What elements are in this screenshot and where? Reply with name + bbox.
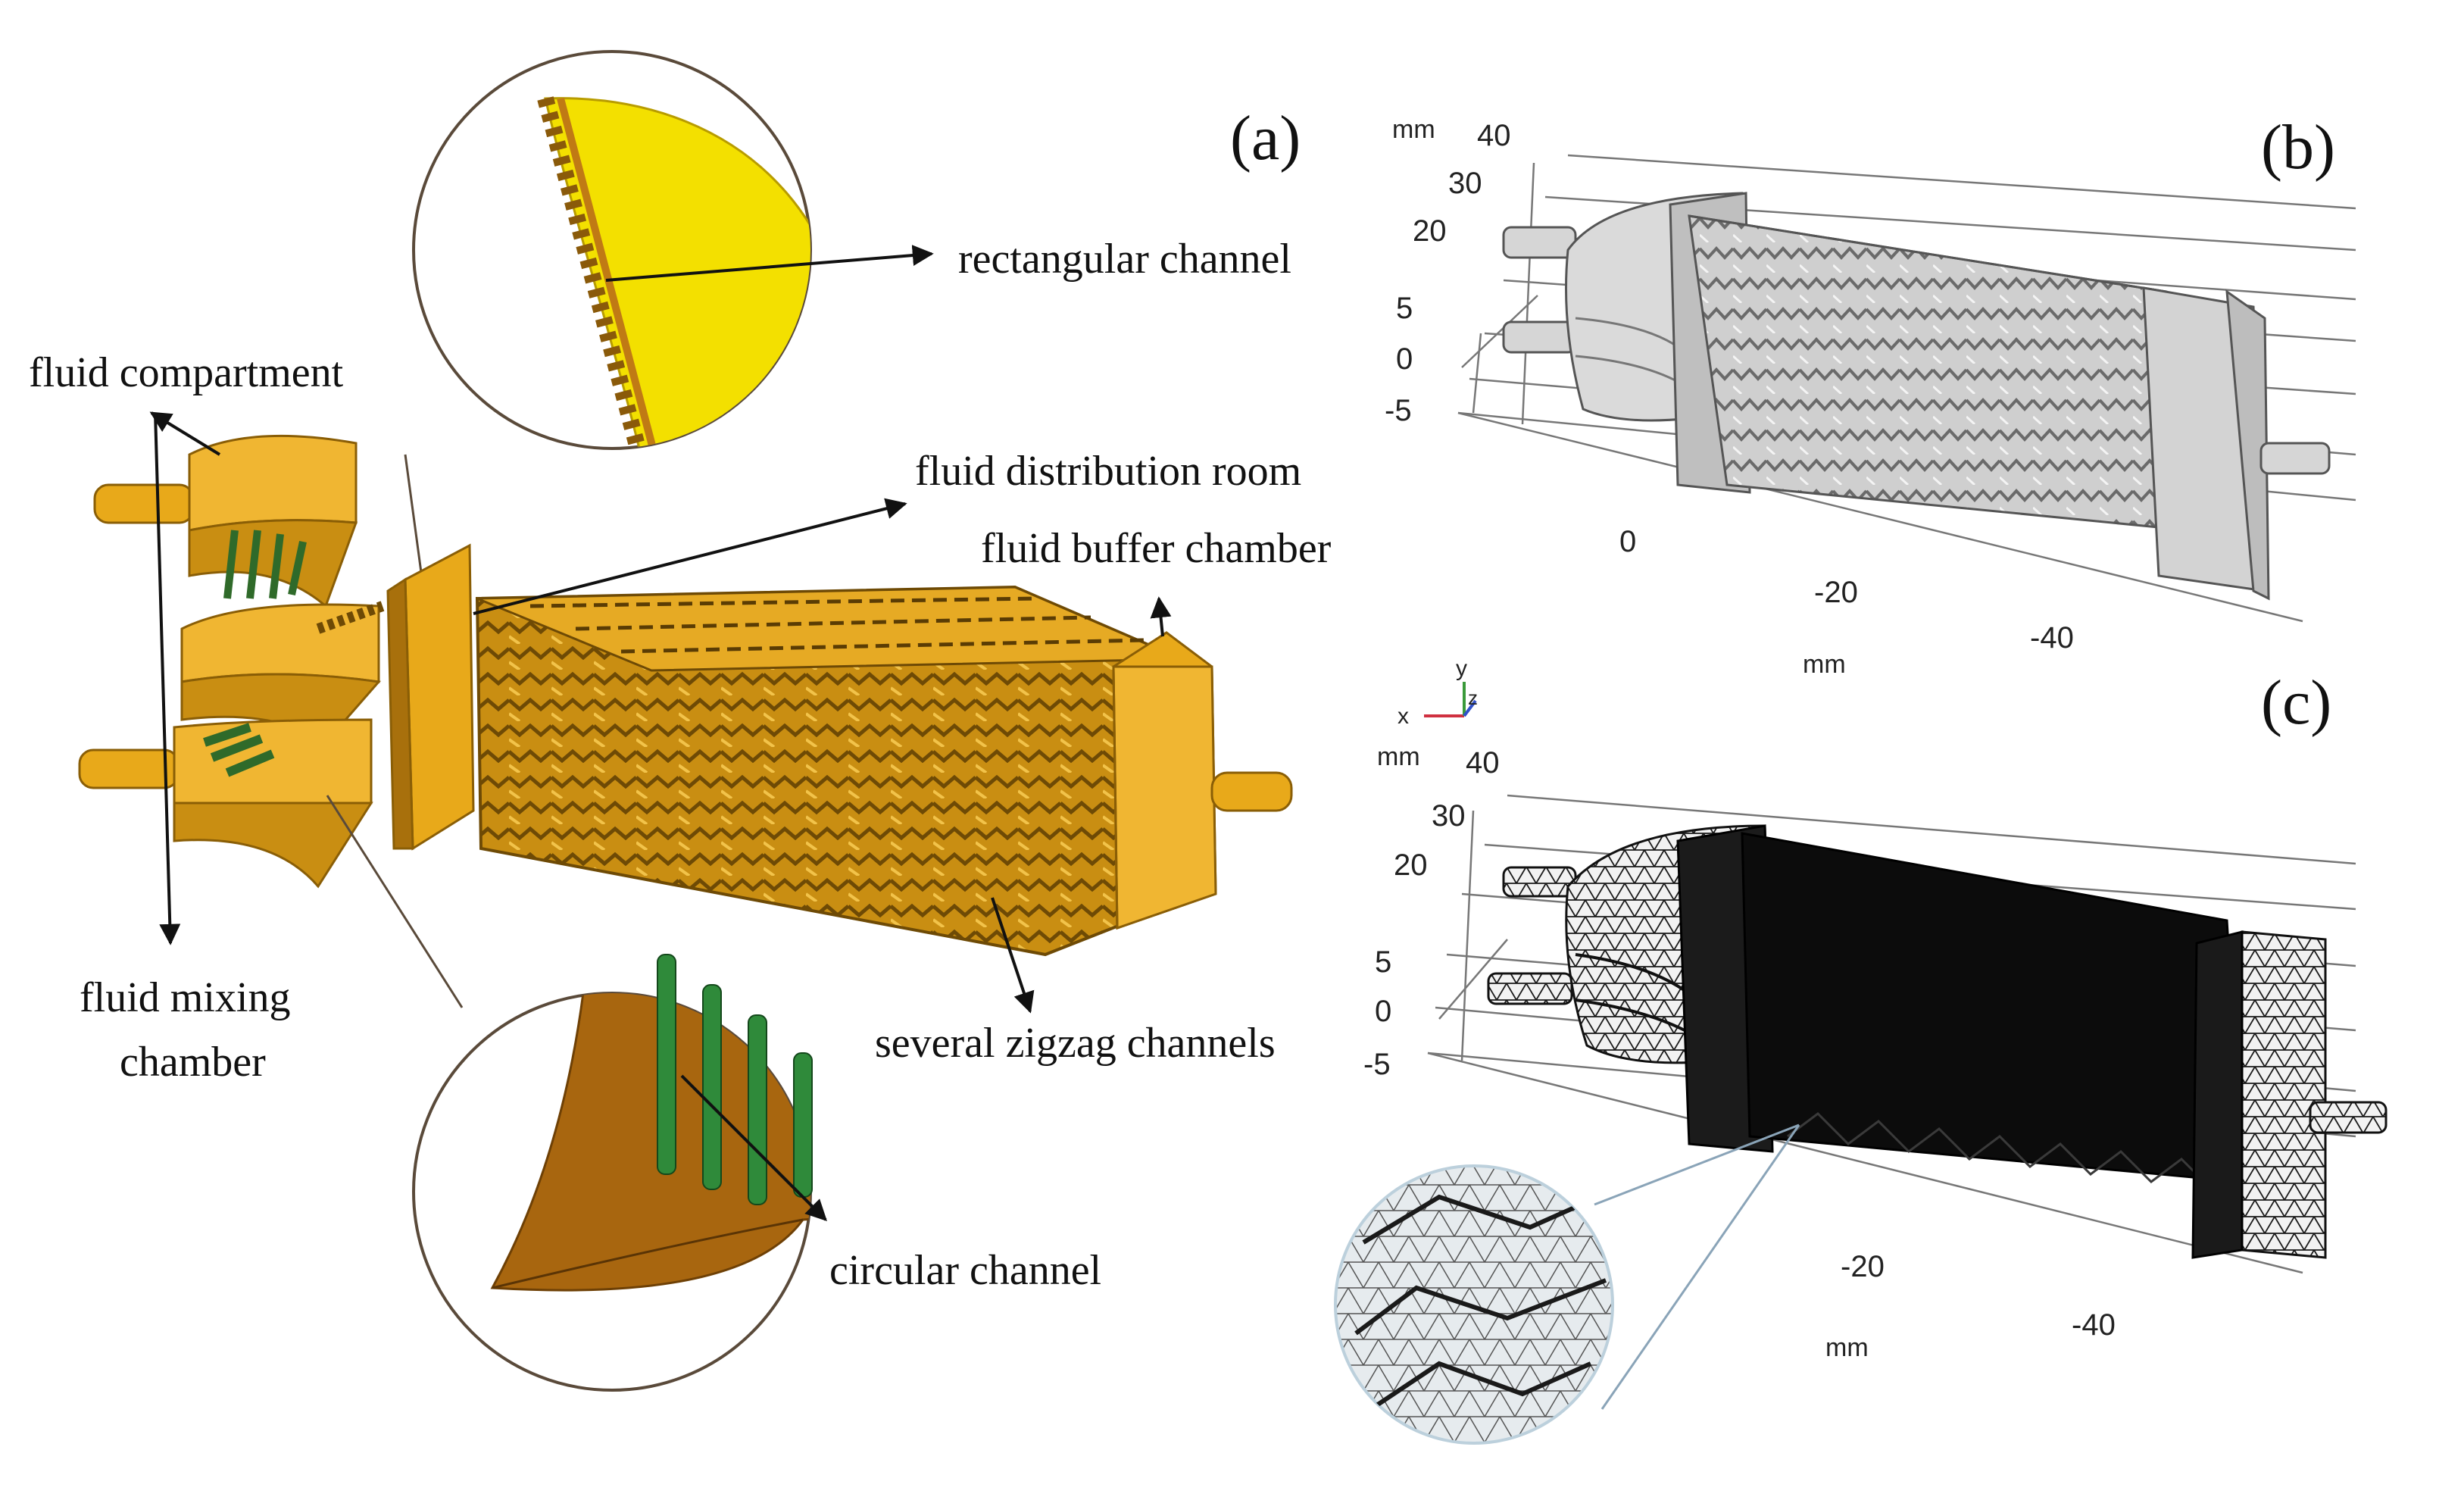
circular-channel-magnifier <box>326 795 813 1392</box>
triad-x-label: x <box>1398 704 1409 729</box>
triad-y-label: y <box>1456 656 1467 681</box>
panel-a-tag: (a) <box>1230 103 1301 173</box>
circular-channel-holes <box>657 954 813 1205</box>
zigzag-channel-block <box>475 585 1184 957</box>
panel-b-z-tick: 30 <box>1448 167 1482 200</box>
panel-c-x-unit: mm <box>1825 1333 1869 1362</box>
panel-c-unit-top: mm <box>1377 742 1420 771</box>
label-fluid-buffer-chamber: fluid buffer chamber <box>981 525 1332 572</box>
panel-b-x-tick: -20 <box>1814 576 1858 609</box>
panel-c-z-tick: 40 <box>1466 746 1500 780</box>
panel-c-z-tick: -5 <box>1363 1048 1391 1081</box>
mesh-geometry <box>1487 824 2387 1259</box>
panel-b-z-tick: 40 <box>1477 119 1511 152</box>
panel-b-x-unit: mm <box>1803 650 1846 679</box>
panel-b-unit-top: mm <box>1392 115 1435 144</box>
triad-z-label: z <box>1468 686 1478 709</box>
fluid-buffer-chamber <box>1112 631 1293 930</box>
panel-c-z-tick: 5 <box>1375 945 1391 979</box>
fluid-distribution-room <box>386 543 475 851</box>
panel-b-z-tick: -5 <box>1385 394 1412 427</box>
label-fluid-mixing-chamber-line1: fluid mixing <box>80 974 290 1021</box>
panel-a: (a) <box>29 50 1332 1392</box>
panel-b-x-ticks: 0 -20 -40 <box>1619 525 2074 655</box>
fluid-compartment-top <box>93 434 358 608</box>
panel-b-z-ticks: 40 30 20 5 0 -5 <box>1385 119 1511 427</box>
panel-b-tag: (b) <box>2261 112 2335 183</box>
panel-b-z-tick: 20 <box>1413 214 1447 248</box>
panel-b-x-tick: -40 <box>2030 621 2074 655</box>
mesh-magnifier <box>1334 1123 1800 1445</box>
panel-c-z-tick: 30 <box>1432 799 1466 833</box>
label-fluid-compartment: fluid compartment <box>29 349 344 396</box>
panel-b-x-tick: 0 <box>1619 525 1636 558</box>
panel-c-z-tick: 20 <box>1394 848 1428 882</box>
panel-c-tag: (c) <box>2261 667 2331 738</box>
panel-b: (b) mm 40 <box>1385 112 2356 679</box>
panel-c-z-tick: 0 <box>1375 995 1391 1028</box>
callout-arrows <box>149 245 1172 1221</box>
panel-c: (c) x y z <box>1334 656 2387 1445</box>
panel-c-x-tick: -20 <box>1841 1250 1885 1283</box>
panel-c-x-ticks: -20 -40 <box>1841 1250 2116 1342</box>
rectangular-channel-magnifier <box>404 50 812 595</box>
fluid-mixing-chamber <box>78 718 373 889</box>
label-several-zigzag-channels: several zigzag channels <box>875 1020 1276 1067</box>
panel-b-z-tick: 0 <box>1396 342 1413 376</box>
panel-c-z-ticks: 40 30 20 5 0 -5 <box>1363 746 1500 1081</box>
label-circular-channel: circular channel <box>829 1247 1101 1294</box>
label-fluid-mixing-chamber-line2: chamber <box>120 1039 266 1086</box>
panel-b-geometry <box>1502 192 2331 601</box>
label-fluid-distribution-room: fluid distribution room <box>915 448 1301 495</box>
panel-b-z-tick: 5 <box>1396 292 1413 325</box>
label-rectangular-channel: rectangular channel <box>958 236 1291 283</box>
panel-c-x-tick: -40 <box>2072 1308 2116 1342</box>
axis-triad: x y z <box>1398 656 1478 729</box>
